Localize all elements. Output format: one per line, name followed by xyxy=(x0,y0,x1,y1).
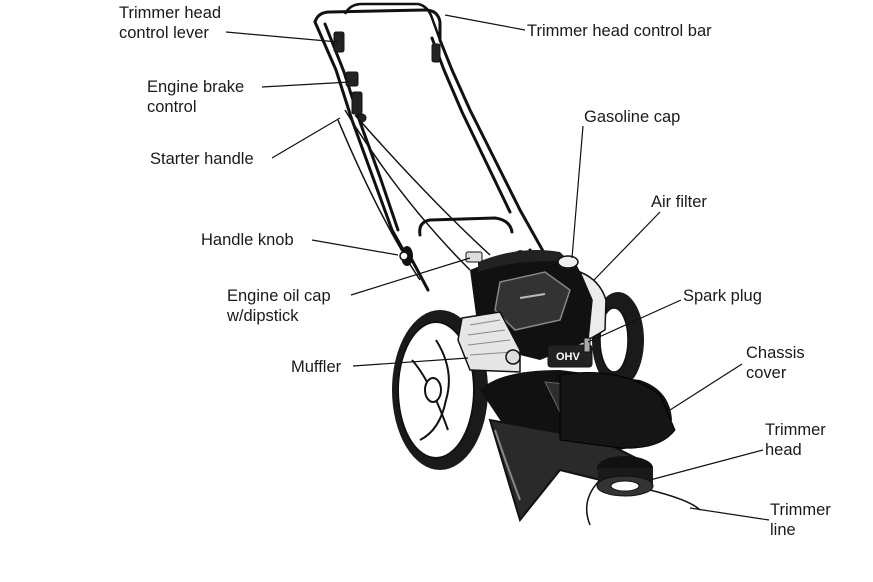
leader-lines xyxy=(225,14,770,521)
label-handle-knob: Handle knob xyxy=(201,231,294,249)
control-bar xyxy=(343,2,442,41)
label-trimmer-line: Trimmer line xyxy=(770,501,831,539)
cables xyxy=(337,109,491,281)
label-chassis-cover: Chassis cover xyxy=(746,344,805,382)
label-engine-oil-cap: Engine oil cap w/dipstick xyxy=(227,287,331,325)
handle-levers xyxy=(333,31,441,123)
engine xyxy=(457,249,607,373)
label-engine-brake-control: Engine brake control xyxy=(147,78,245,116)
trimmer-head xyxy=(585,456,701,526)
label-gasoline-cap: Gasoline cap xyxy=(584,108,681,126)
label-trimmer-head: Trimmer head xyxy=(765,421,826,459)
label-trimmer-head-control-lever: Trimmer head control lever xyxy=(119,4,222,42)
label-air-filter: Air filter xyxy=(651,193,707,211)
handle-knob xyxy=(399,246,413,266)
label-trimmer-head-control-bar: Trimmer head control bar xyxy=(527,22,712,40)
engine-badge: OHV xyxy=(556,351,580,363)
chassis-cover xyxy=(559,372,676,449)
label-muffler: Muffler xyxy=(291,358,342,376)
label-starter-handle: Starter handle xyxy=(150,150,254,168)
label-spark-plug: Spark plug xyxy=(683,287,762,305)
